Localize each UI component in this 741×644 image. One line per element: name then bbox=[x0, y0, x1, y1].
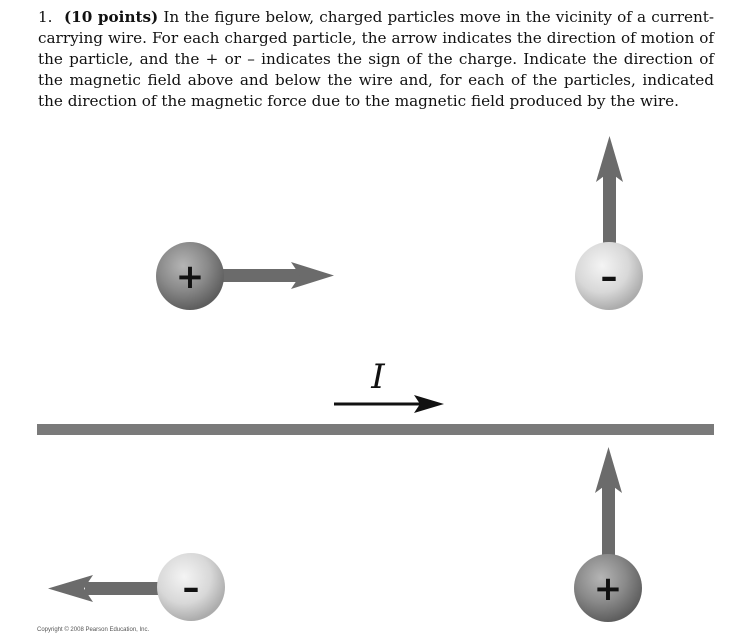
wire bbox=[37, 424, 714, 435]
particle-bottom-left: – bbox=[48, 553, 225, 621]
positive-charge bbox=[156, 242, 224, 310]
current-arrow bbox=[334, 395, 444, 413]
particle-top-right: – bbox=[575, 136, 643, 310]
velocity-arrow-right bbox=[215, 262, 334, 289]
charge-sign: + bbox=[594, 569, 623, 609]
charge-sign: – bbox=[183, 568, 200, 608]
particle-bottom-right: + bbox=[574, 447, 642, 622]
copyright-notice: Copyright © 2008 Pearson Education, Inc. bbox=[37, 627, 150, 633]
charge-sign: – bbox=[601, 257, 618, 297]
velocity-arrow-up bbox=[596, 136, 623, 250]
velocity-arrow-up bbox=[595, 447, 622, 562]
particle-top-left: + bbox=[156, 242, 334, 310]
negative-charge bbox=[575, 242, 643, 310]
positive-charge bbox=[574, 554, 642, 622]
charge-sign: + bbox=[176, 257, 205, 297]
problem-statement: 1. (10 points) In the figure below, charg… bbox=[38, 7, 714, 112]
problem-text: In the figure below, charged particles m… bbox=[38, 8, 715, 110]
current-label: I bbox=[370, 357, 385, 397]
problem-points: (10 points) bbox=[64, 8, 159, 26]
problem-number: 1. bbox=[38, 8, 53, 26]
negative-charge bbox=[157, 553, 225, 621]
velocity-arrow-left bbox=[48, 575, 165, 602]
